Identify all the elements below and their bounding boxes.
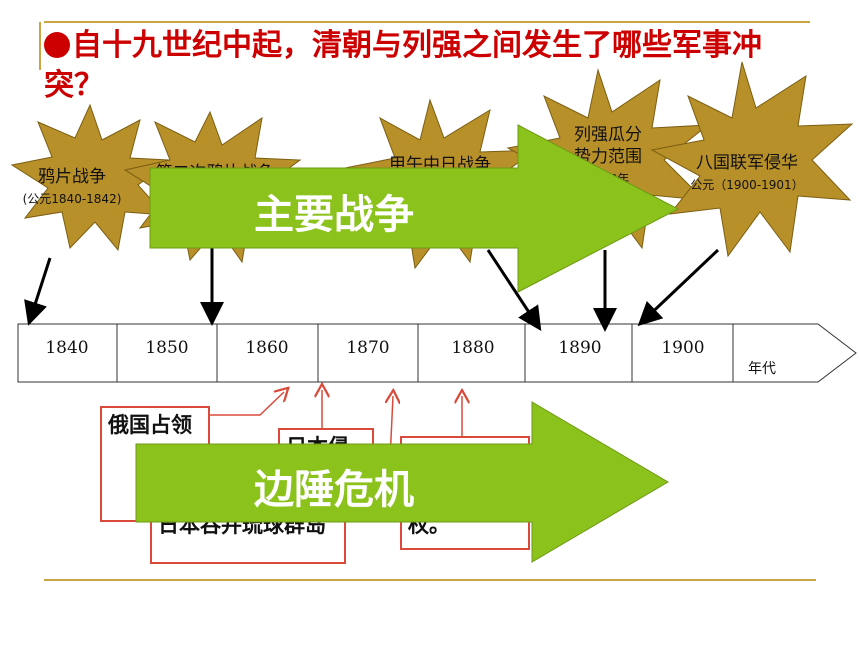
year-1860: 1860 [245,338,289,358]
year-1850: 1850 [145,338,189,358]
border-crisis-label: 边陲危机 [254,467,414,513]
star-opium-war [10,103,172,252]
main-wars-label: 主要战争 [254,192,414,238]
year-1880: 1880 [451,338,495,358]
page-title: 自十九世纪中起，清朝与列强之间发生了哪些军事冲突？ [44,28,762,103]
pointer-arrow-1900 [637,248,720,327]
star-label-eight-nation: 八国联军侵华 公元（1900-1901） [690,153,804,192]
pointer-arrow-1894 [486,249,542,332]
timeline-unit: 年代 [748,361,776,377]
year-1900: 1900 [661,338,705,358]
year-1840: 1840 [45,338,89,358]
year-1870: 1870 [346,338,390,358]
star-eight-nation [650,61,854,258]
star-label-opium-war: 鸦片战争 (公元1840-1842) [22,167,122,206]
red-arrow-russia [210,392,284,416]
timeline-bar [17,323,857,383]
year-1890: 1890 [558,338,602,358]
bullet-dot-icon [44,32,70,58]
pointer-arrow-1840 [24,257,52,326]
